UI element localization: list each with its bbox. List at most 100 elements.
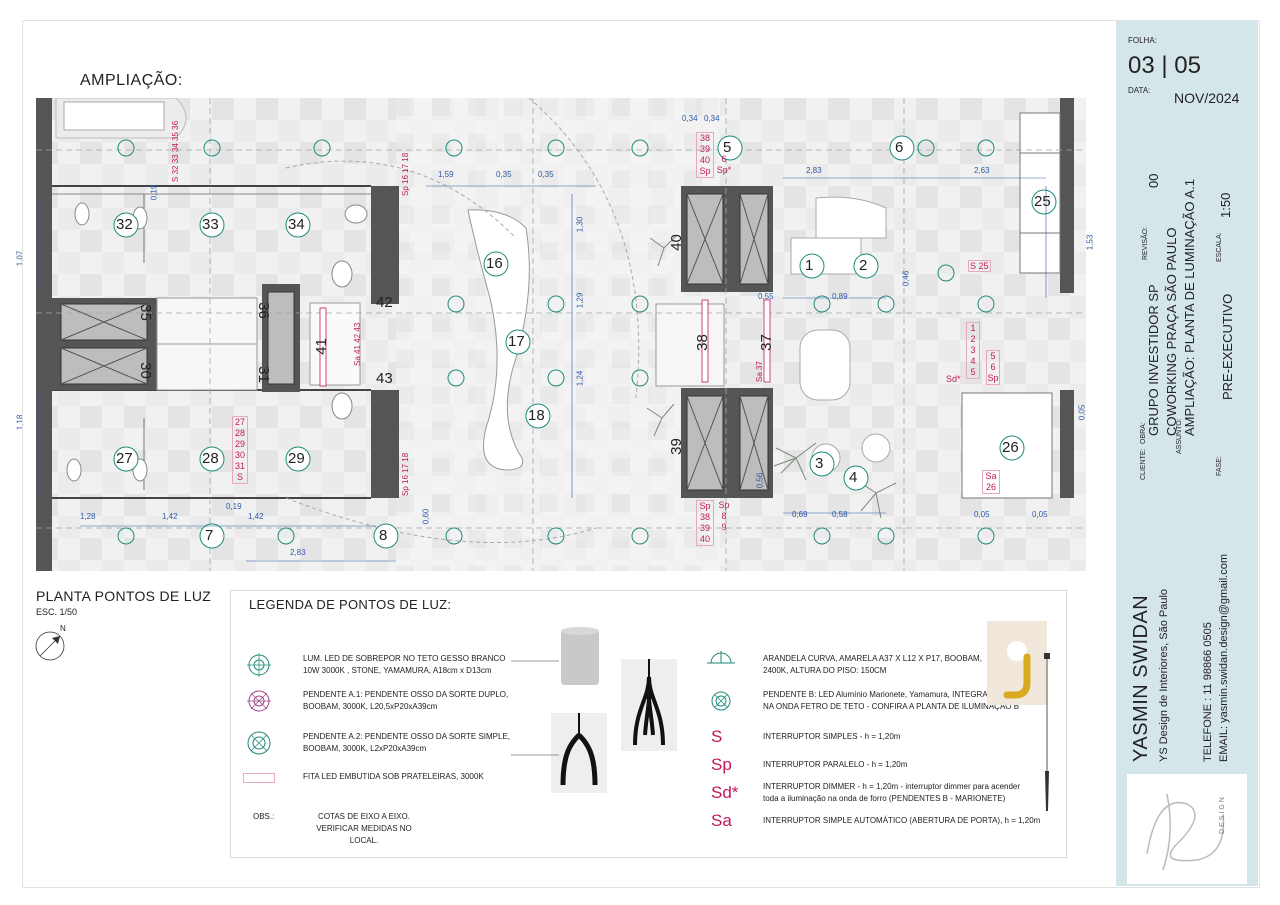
dim-153: 1,53: [1085, 234, 1095, 251]
switch-symbol-sd: Sd*: [711, 783, 739, 802]
light-5: 5: [723, 139, 732, 156]
fase-value: PRE-EXECUTIVO: [1220, 293, 1235, 400]
light-4: 4: [849, 469, 858, 486]
plan-scale: ESC. 1/50: [36, 607, 78, 617]
dim-129: 1,29: [575, 292, 585, 309]
light-34: 34: [288, 216, 305, 233]
wall-center-upper: [371, 186, 399, 304]
legend-leader-lines: [511, 660, 559, 756]
switch-group-5: Sp 16 17 18: [401, 452, 410, 496]
ys-design-logo: DESIGN: [1127, 774, 1247, 884]
wall-left: [36, 98, 52, 571]
email-address: EMAIL: yasmin.swidan.design@gmail.com: [1218, 553, 1230, 762]
assunto-value: AMPLIAÇÃO: PLANTA DE LUMINAÇÃO A.1: [1182, 179, 1197, 436]
revisao-label: REVISÃO:: [1142, 226, 1149, 260]
light-33: 33: [202, 216, 219, 233]
dim-005-b: 0,05: [1032, 510, 1048, 519]
dim-089: 0,89: [832, 292, 848, 301]
folha-label: FOLHA:: [1128, 36, 1157, 45]
light-18: 18: [528, 407, 545, 424]
zone-35: 35: [136, 304, 154, 321]
marionette-pendant-icon: [711, 691, 731, 711]
dim-069: 0,69: [792, 510, 808, 519]
dim-142-a: 1,42: [162, 512, 178, 521]
legend-item-1: LUM. LED DE SOBREPOR NO TETO GESSO BRANC…: [303, 654, 506, 675]
light-3: 3: [815, 455, 824, 472]
stone-light-image: [561, 627, 599, 685]
sconce-image: [987, 621, 1047, 705]
revisao-value: 00: [1146, 173, 1161, 188]
dim-019-a: 0,19: [149, 184, 159, 201]
dim-283-a: 2,83: [806, 166, 822, 175]
light-6: 6: [895, 139, 904, 156]
legend-heading: LEGENDA DE PONTOS DE LUZ:: [249, 597, 452, 612]
data-value: NOV/2024: [1174, 90, 1240, 106]
marionette-pendant-image: [1044, 653, 1050, 811]
zone-43: 43: [376, 370, 393, 387]
dim-263: 2,63: [974, 166, 990, 175]
obs-text: COTAS DE EIXO A EIXO.VERIFICAR MEDIDAS N…: [316, 812, 412, 845]
switch-symbol-sp: Sp: [711, 755, 732, 774]
pendant-double-image: [621, 659, 677, 751]
switch-legend-s: INTERRUPTOR SIMPLES - h = 1,20m: [763, 732, 901, 741]
pendant-double-icon: [247, 690, 271, 712]
zone-38: 38: [693, 334, 711, 351]
plan-name: PLANTA PONTOS DE LUZ: [36, 588, 212, 604]
light-27: 27: [116, 450, 133, 467]
dim-056: 0,56: [755, 472, 765, 489]
zone-39: 39: [667, 438, 685, 455]
dim-019-b: 0,19: [226, 502, 242, 511]
pendant-simple-icon: [247, 731, 271, 755]
light-7: 7: [205, 527, 214, 544]
switch-legend-sp: INTERRUPTOR PARALELO - h = 1,20m: [763, 760, 908, 769]
pendant-simple-image: [551, 713, 607, 793]
dim-058: 0,58: [832, 510, 848, 519]
legend-item-5: ARANDELA CURVA, AMARELA A37 X L12 X P17,…: [763, 654, 982, 675]
ceiling-light-icon: [247, 653, 271, 677]
light-17: 17: [508, 333, 525, 350]
light-16: 16: [486, 255, 503, 272]
wall-sconce-icon: [707, 651, 735, 664]
obra-value: COWORKING PRAÇA SÃO PAULO: [1164, 227, 1179, 436]
wall-right-top: [1060, 98, 1074, 293]
switch-group-2: Sp 16 17 18: [401, 152, 410, 196]
cliente-value: GRUPO INVESTIDOR SP: [1146, 284, 1161, 436]
legend-item-4: FITA LED EMBUTIDA SOB PRATELEIRAS, 3000K: [303, 772, 484, 781]
switch-symbol-s: S: [711, 727, 723, 746]
meeting-table: [467, 209, 530, 471]
dim-118: 1,18: [15, 414, 25, 431]
legend-item-3: PENDENTE A.2: PENDENTE OSSO DA SORTE SIM…: [303, 732, 511, 753]
wall-right-bottom: [1060, 390, 1074, 498]
dim-142-b: 1,42: [248, 512, 264, 521]
light-28: 28: [202, 450, 219, 467]
dim-130: 1,30: [575, 216, 585, 233]
zone-36: 36: [254, 302, 272, 319]
switch-group-11: Sd*: [946, 374, 961, 384]
switch-legend-sa: INTERRUPTOR SIMPLE AUTOMÁTICO (ABERTURA …: [763, 816, 1041, 825]
ys-monogram-icon: [1146, 793, 1225, 871]
led-strip-icon: [243, 773, 275, 783]
designer-name: YASMIN SWIDAN: [1130, 594, 1152, 762]
company-name: YS Design de Interiores, São Paulo: [1158, 588, 1170, 762]
switch-group-15: Sa 37: [755, 361, 764, 382]
floor-plan: 1 2 3 4 5 6 7 8 16 17 18 25 26 27 28 29 …: [15, 98, 1094, 571]
legend-panel: LEGENDA DE PONTOS DE LUZ: LUM. LED DE SO…: [230, 590, 1067, 858]
escala-value: 1:50: [1218, 192, 1233, 218]
switch-group-1: S 32 33 34 35 36: [171, 120, 180, 182]
dim-035-a: 0,35: [496, 170, 512, 179]
dim-060: 0,60: [421, 508, 431, 525]
zone-41: 41: [312, 338, 330, 355]
obs-label: OBS.:: [253, 812, 275, 821]
dim-124: 1,24: [575, 370, 585, 387]
north-arrow-icon: [35, 631, 65, 661]
dim-283-b: 2,83: [290, 548, 306, 557]
ceiling-light-symbols: [117, 139, 995, 545]
ampliacao-title: AMPLIAÇÃO:: [80, 72, 183, 89]
folha-value: 03 | 05: [1128, 52, 1201, 79]
